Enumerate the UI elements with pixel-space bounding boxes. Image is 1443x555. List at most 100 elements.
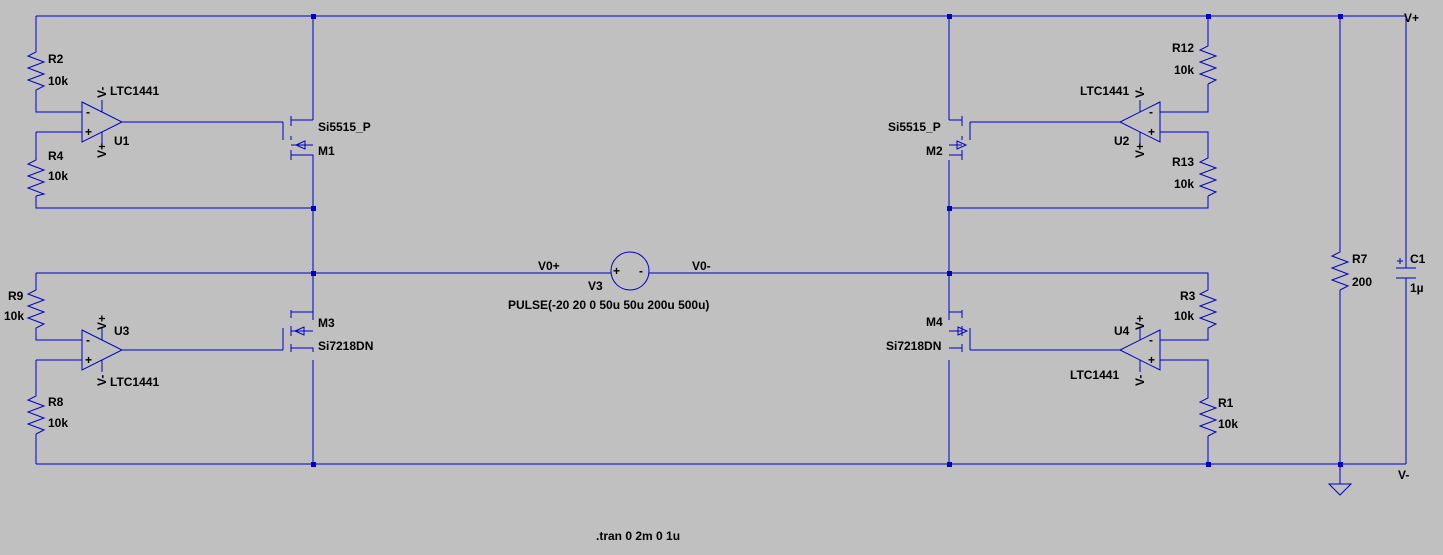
ground-symbol — [1327, 483, 1353, 496]
capacitor-value: 1µ — [1410, 281, 1424, 295]
net-label-vminus: V- — [1398, 468, 1409, 482]
resistor-r3[interactable]: R3 10k — [1174, 284, 1218, 330]
opamp-pin-vplus: V+ — [1133, 143, 1147, 158]
capacitor-symbol — [1396, 267, 1416, 279]
resistor-r9[interactable]: R9 10k — [4, 284, 46, 330]
junction-dot — [311, 14, 316, 19]
opamp-u3[interactable]: - + V+ V- U3 LTC1441 — [81, 315, 159, 389]
mosfet-arrow — [293, 326, 305, 336]
opamp-pin-inminus: - — [86, 105, 90, 119]
mosfet-name: M3 — [318, 316, 335, 330]
voltage-source-value: PULSE(-20 20 0 50u 50u 200u 500u) — [508, 298, 709, 312]
opamp-pin-inplus: + — [1148, 353, 1155, 367]
resistor-r2[interactable]: R2 10k — [26, 46, 68, 92]
capacitor-polarity-mark — [1397, 258, 1403, 264]
resistor-value: 10k — [1174, 63, 1194, 77]
voltage-source-name: V3 — [588, 279, 603, 293]
opamp-name: U2 — [1114, 134, 1130, 148]
resistor-name: R1 — [1218, 396, 1234, 410]
resistor-r12[interactable]: R12 10k — [1172, 40, 1218, 85]
mosfet-name: M2 — [926, 144, 943, 158]
resistor-value: 10k — [48, 169, 68, 183]
capacitor-name: C1 — [1410, 252, 1426, 266]
mosfet-m3[interactable]: M3 Si7218DN — [282, 310, 373, 353]
mosfet-arrow — [294, 140, 306, 150]
resistor-value: 10k — [48, 74, 68, 88]
junction-dot — [1206, 14, 1211, 19]
resistor-symbol — [26, 284, 46, 330]
junction-dot — [947, 271, 952, 276]
resistor-name: R8 — [48, 395, 64, 409]
junction-dot — [1338, 462, 1343, 467]
mosfet-model: Si7218DN — [318, 339, 373, 353]
opamp-pin-vplus: V+ — [95, 143, 109, 158]
opamp-pin-inminus: - — [1149, 105, 1153, 119]
net-label-v0plus: V0+ — [538, 259, 560, 273]
junction-dot — [947, 14, 952, 19]
wire-left-feedback — [35, 16, 313, 209]
resistor-symbol — [1198, 284, 1218, 330]
resistor-symbol — [26, 154, 46, 197]
mosfet-arrow — [956, 140, 968, 150]
opamp-u4[interactable]: - + V+ V- U4 LTC1441 — [1070, 315, 1161, 386]
opamp-u2[interactable]: - + V- V+ LTC1441 U2 — [1080, 84, 1161, 158]
resistor-r13[interactable]: R13 10k — [1172, 152, 1218, 197]
resistor-symbol — [1198, 152, 1218, 197]
wire-right-bottom-feedback — [949, 272, 1209, 464]
mosfet-model: Si7218DN — [886, 339, 941, 353]
opamp-pin-inplus: + — [85, 125, 92, 139]
mosfet-symbol — [282, 310, 314, 352]
mosfet-symbol — [282, 116, 314, 160]
resistor-value: 200 — [1352, 275, 1372, 289]
voltage-source-plus: + — [613, 264, 620, 278]
resistor-name: R3 — [1180, 289, 1196, 303]
opamp-model: LTC1441 — [110, 84, 159, 98]
junction-dot — [311, 271, 316, 276]
resistor-name: R2 — [48, 52, 64, 66]
mosfet-name: M4 — [926, 315, 943, 329]
resistor-r7[interactable]: R7 200 — [1330, 246, 1372, 291]
resistor-r4[interactable]: R4 10k — [26, 149, 68, 197]
net-label-vplus: V+ — [1404, 11, 1419, 25]
opamp-pin-vminus: V- — [1133, 375, 1147, 386]
opamp-name: U1 — [114, 134, 130, 148]
opamp-pin-vminus: V- — [95, 375, 109, 386]
voltage-source-symbol — [610, 251, 650, 291]
voltage-source-v3[interactable]: + - V3 PULSE(-20 20 0 50u 50u 200u 500u) — [508, 251, 709, 312]
junction-dot — [311, 206, 316, 211]
mosfet-model: Si5515_P — [888, 120, 941, 134]
mosfet-symbol — [949, 310, 971, 352]
opamp-pin-inplus: + — [85, 353, 92, 367]
spice-directive[interactable]: .tran 0 2m 0 1u — [596, 529, 680, 543]
mosfet-m4[interactable]: M4 Si7218DN — [886, 310, 971, 353]
resistor-name: R13 — [1172, 155, 1194, 169]
resistor-r8[interactable]: R8 10k — [26, 390, 68, 435]
resistor-name: R9 — [8, 289, 24, 303]
opamp-name: U3 — [114, 324, 130, 338]
capacitor-c1[interactable]: C1 1µ — [1396, 252, 1426, 295]
resistor-symbol — [1198, 392, 1218, 437]
opamp-pin-vminus: V- — [1133, 87, 1147, 98]
voltage-source-minus: - — [639, 264, 643, 278]
opamp-pin-vminus: V- — [95, 87, 109, 98]
wires — [35, 15, 1407, 484]
opamp-model: LTC1441 — [1070, 368, 1119, 382]
ground-icon — [1327, 483, 1353, 496]
junctions — [311, 14, 1343, 467]
junction-dot — [947, 462, 952, 467]
junction-dot — [1338, 14, 1343, 19]
resistor-value: 10k — [1174, 309, 1194, 323]
junction-dot — [1206, 462, 1211, 467]
mosfet-m2[interactable]: Si5515_P M2 — [888, 116, 971, 160]
net-label-v0minus: V0- — [692, 259, 711, 273]
opamp-model: LTC1441 — [110, 375, 159, 389]
mosfet-name: M1 — [318, 144, 335, 158]
resistor-symbol — [26, 390, 46, 435]
resistor-name: R4 — [48, 149, 64, 163]
resistor-symbol — [1198, 40, 1218, 85]
resistor-r1[interactable]: R1 10k — [1198, 392, 1238, 437]
opamp-model: LTC1441 — [1080, 84, 1129, 98]
opamp-name: U4 — [1114, 324, 1130, 338]
mosfet-m1[interactable]: Si5515_P M1 — [282, 116, 371, 160]
opamp-u1[interactable]: - + V- V+ LTC1441 U1 — [81, 84, 159, 158]
